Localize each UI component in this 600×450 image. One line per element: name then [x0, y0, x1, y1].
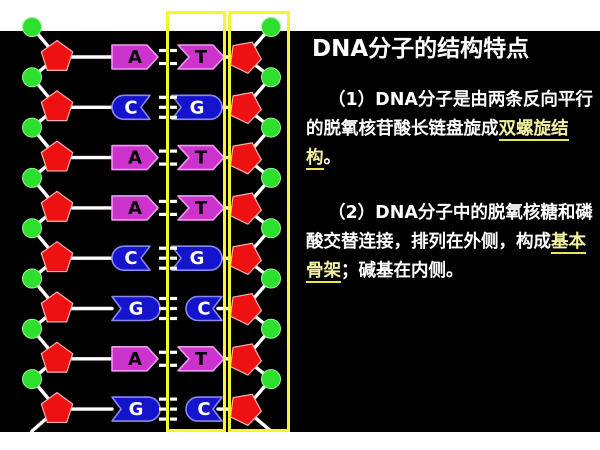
base-left-A	[111, 44, 159, 70]
base-right-G	[171, 94, 223, 121]
phosphate-left	[22, 117, 42, 138]
highlight-box-right-strand-backbone	[228, 11, 290, 432]
base-label-left: A	[128, 47, 142, 68]
deoxyribose-right	[229, 292, 263, 326]
deoxyribose-left	[40, 341, 74, 373]
black-content-panel	[0, 31, 600, 432]
deoxyribose-right	[229, 91, 263, 125]
base-label-left: C	[124, 248, 137, 269]
phosphate-left	[22, 218, 42, 239]
paragraph-2-text-before: （2）DNA分子中的脱氧核糖和磷酸交替连接，排列在外侧，构成	[306, 203, 593, 252]
base-left-A	[111, 346, 159, 372]
paragraph-1-text-after: 。	[323, 148, 342, 168]
deoxyribose-right	[229, 142, 263, 175]
phosphate-right	[261, 67, 281, 88]
phosphate-right	[261, 117, 281, 138]
page-title: DNA分子的结构特点	[312, 36, 530, 62]
phosphate-left	[22, 167, 42, 188]
base-label-right: G	[190, 248, 205, 269]
base-right-C	[185, 396, 223, 422]
deoxyribose-left	[40, 140, 74, 172]
deoxyribose-right	[229, 192, 263, 225]
deoxyribose-right	[229, 343, 263, 376]
deoxyribose-left	[40, 90, 74, 122]
phosphate-right	[261, 218, 281, 239]
deoxyribose-left	[40, 39, 74, 71]
base-label-left: A	[128, 349, 142, 370]
base-left-A	[111, 195, 159, 221]
base-right-T	[177, 144, 225, 171]
deoxyribose-right	[229, 393, 263, 427]
base-label-left: A	[128, 148, 142, 169]
base-label-right: C	[197, 399, 210, 420]
text-column: DNA分子的结构特点 （1）DNA分子是由两条反向平行的脱氧核苷酸长链盘旋成双螺…	[300, 31, 600, 432]
deoxyribose-left	[40, 391, 74, 424]
paragraph-2-highlight: 基本骨架	[306, 232, 586, 283]
base-right-T	[177, 346, 225, 372]
base-label-left: G	[129, 399, 144, 420]
paragraph-1-text-before: （1）DNA分子是由两条反向平行的脱氧核苷酸长链盘旋成	[306, 90, 593, 139]
base-label-right: G	[190, 97, 205, 118]
base-label-right: T	[195, 349, 208, 370]
base-left-C	[111, 245, 151, 271]
paragraph-2-text-after: ；碱基在内侧。	[341, 261, 464, 281]
base-label-right: T	[195, 148, 208, 169]
base-left-A	[111, 144, 159, 171]
deoxyribose-left	[40, 291, 74, 323]
deoxyribose-right	[229, 41, 263, 74]
base-label-left: G	[129, 299, 144, 320]
deoxyribose-left	[40, 240, 74, 273]
phosphate-left	[22, 67, 42, 88]
dna-diagram-svg: A T C G A T A T C G G C A T G C	[22, 17, 281, 427]
base-label-right: T	[195, 47, 208, 68]
base-right-G	[171, 245, 223, 271]
base-left-G	[111, 295, 161, 322]
highlight-box-left-strand-bases	[166, 11, 226, 432]
base-left-G	[111, 396, 161, 422]
phosphate-right	[261, 167, 281, 188]
base-left-C	[111, 94, 151, 121]
phosphate-right	[261, 268, 281, 289]
dna-diagram: A T C G A T A T C G G C A T G C	[22, 17, 281, 427]
paragraph-1-highlight: 双螺旋结构	[306, 119, 569, 170]
base-right-C	[185, 295, 223, 322]
base-label-right: T	[195, 198, 208, 219]
base-label-left: C	[124, 97, 137, 118]
base-right-T	[177, 44, 225, 70]
base-label-right: C	[197, 299, 210, 320]
phosphate-left	[22, 17, 42, 37]
deoxyribose-right	[229, 242, 263, 276]
phosphate-right	[261, 369, 281, 390]
phosphate-right	[261, 318, 281, 339]
phosphate-left	[22, 318, 42, 339]
deoxyribose-left	[40, 190, 74, 222]
phosphate-right	[261, 17, 281, 37]
base-label-left: A	[128, 198, 142, 219]
phosphate-left	[22, 268, 42, 289]
phosphate-left	[22, 369, 42, 390]
paragraph-1: （1）DNA分子是由两条反向平行的脱氧核苷酸长链盘旋成双螺旋结构。	[306, 86, 598, 173]
paragraph-2: （2）DNA分子中的脱氧核糖和磷酸交替连接，排列在外侧，构成基本骨架；碱基在内侧…	[306, 199, 598, 286]
base-right-T	[177, 195, 225, 221]
